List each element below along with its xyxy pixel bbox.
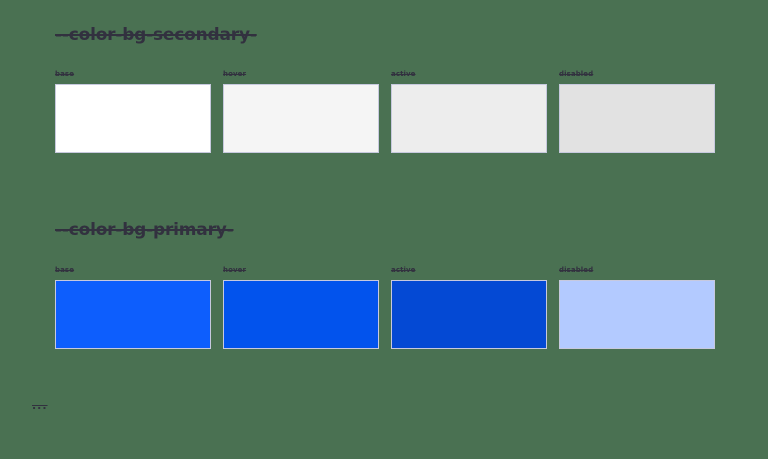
swatch-color-primary-hover <box>223 280 379 349</box>
swatch-color-secondary-disabled <box>559 84 715 153</box>
swatch-color-secondary-base <box>55 84 211 153</box>
section-heading-bg-secondary: --color-bg-secondary- <box>55 25 257 45</box>
swatch-label-primary-base: base <box>55 266 75 274</box>
swatch-label-secondary-disabled: disabled <box>559 70 594 78</box>
swatch-label-primary-hover: hover <box>223 266 247 274</box>
swatch-color-primary-active <box>391 280 547 349</box>
swatch-label-secondary-active: active <box>391 70 416 78</box>
section-heading-bg-primary: --color-bg-primary- <box>55 220 234 240</box>
swatch-color-secondary-active <box>391 84 547 153</box>
swatch-cell-primary-base: base <box>55 266 211 349</box>
swatch-cell-primary-active: active <box>391 266 547 349</box>
swatch-color-primary-disabled <box>559 280 715 349</box>
swatch-cell-secondary-active: active <box>391 70 547 153</box>
swatch-cell-primary-hover: hover <box>223 266 379 349</box>
footer-ellipsis: ... <box>32 399 48 412</box>
swatch-cell-secondary-hover: hover <box>223 70 379 153</box>
swatch-label-secondary-hover: hover <box>223 70 247 78</box>
swatch-cell-secondary-base: base <box>55 70 211 153</box>
swatch-cell-secondary-disabled: disabled <box>559 70 715 153</box>
swatch-row-bg-secondary: base hover active disabled <box>55 70 715 153</box>
swatch-row-bg-primary: base hover active disabled <box>55 266 715 349</box>
swatch-color-primary-base <box>55 280 211 349</box>
swatch-label-primary-disabled: disabled <box>559 266 594 274</box>
swatch-cell-primary-disabled: disabled <box>559 266 715 349</box>
swatch-color-secondary-hover <box>223 84 379 153</box>
swatch-label-secondary-base: base <box>55 70 75 78</box>
swatch-label-primary-active: active <box>391 266 416 274</box>
